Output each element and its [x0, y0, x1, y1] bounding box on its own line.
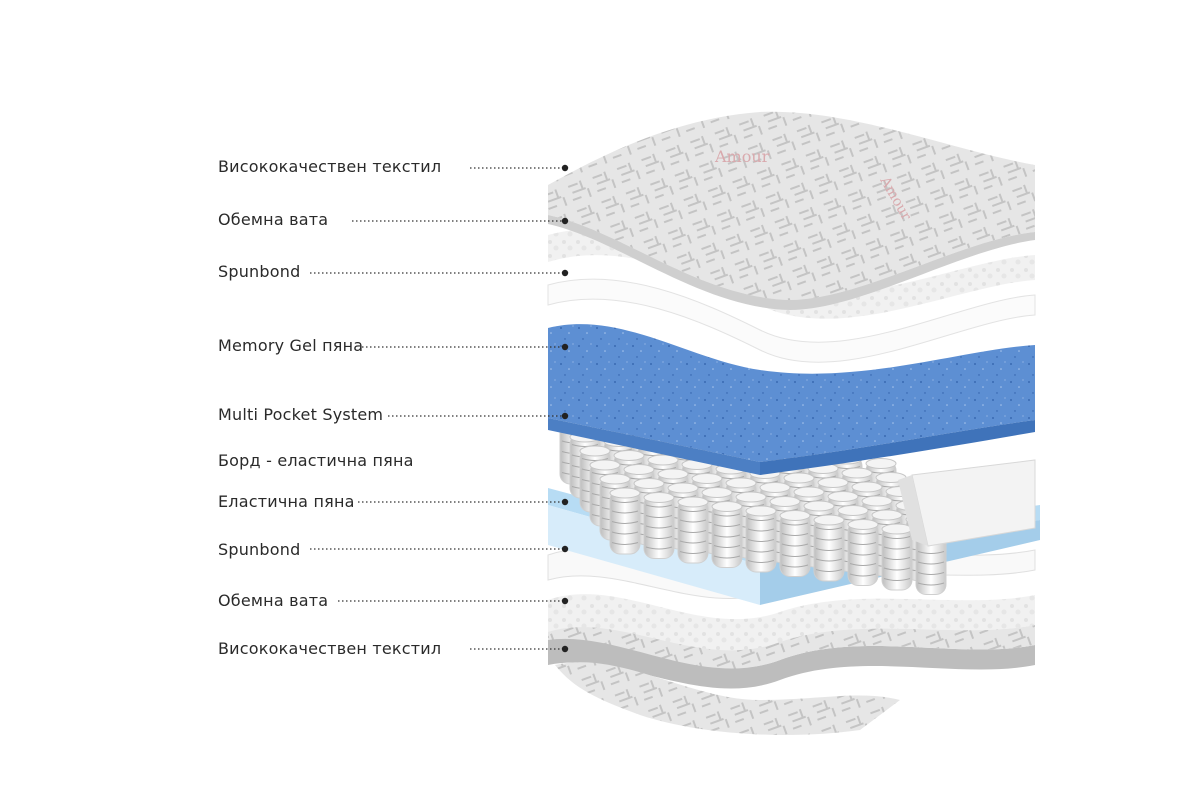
spring-coil [881, 523, 913, 591]
spring-coil [847, 519, 879, 586]
leader-dot [561, 164, 569, 172]
label-memory-gel: Memory Gel пяна [218, 336, 364, 355]
label-bottom-spunbond: Spunbond [218, 540, 301, 559]
label-bottom-wadding: Обемна вата [218, 591, 329, 610]
label-top-spunbond: Spunbond [218, 262, 301, 281]
leader-dot [561, 498, 569, 506]
spring-coil [813, 514, 845, 582]
spring-coil [779, 510, 811, 577]
spring-coil [643, 492, 675, 559]
leader-dot [561, 645, 569, 653]
top-textile-layer: Amour Amour [548, 111, 1035, 310]
label-multi-pocket: Multi Pocket System [218, 405, 384, 424]
leader-dot [561, 269, 569, 277]
label-top-wadding: Обемна вата [218, 210, 329, 229]
pocket-spring-system [559, 417, 947, 595]
top-spunbond-layer [547, 278, 1036, 363]
spring-coil [609, 487, 641, 555]
spring-coil [711, 501, 743, 568]
memory-gel-foam-layer [548, 324, 1035, 475]
border-foam-block [898, 459, 1036, 547]
brand-logo: Amour [714, 147, 770, 166]
leader-dot [561, 412, 569, 420]
label-bottom-textile: Висококачествен текстил [218, 639, 442, 658]
spring-coil [677, 496, 709, 564]
label-top-textile: Висококачествен текстил [218, 157, 442, 176]
leader-dot [561, 597, 569, 605]
label-border-foam: Борд - еластична пяна [218, 451, 414, 470]
bottom-textile-layer [548, 616, 1035, 735]
leader-dot [561, 545, 569, 553]
leader-lines [310, 164, 569, 653]
leader-dot [561, 343, 569, 351]
bottom-wadding-layer [548, 594, 1035, 651]
leader-dot [561, 217, 569, 225]
spring-coil [745, 505, 777, 573]
label-elastic-foam: Еластична пяна [218, 492, 355, 511]
